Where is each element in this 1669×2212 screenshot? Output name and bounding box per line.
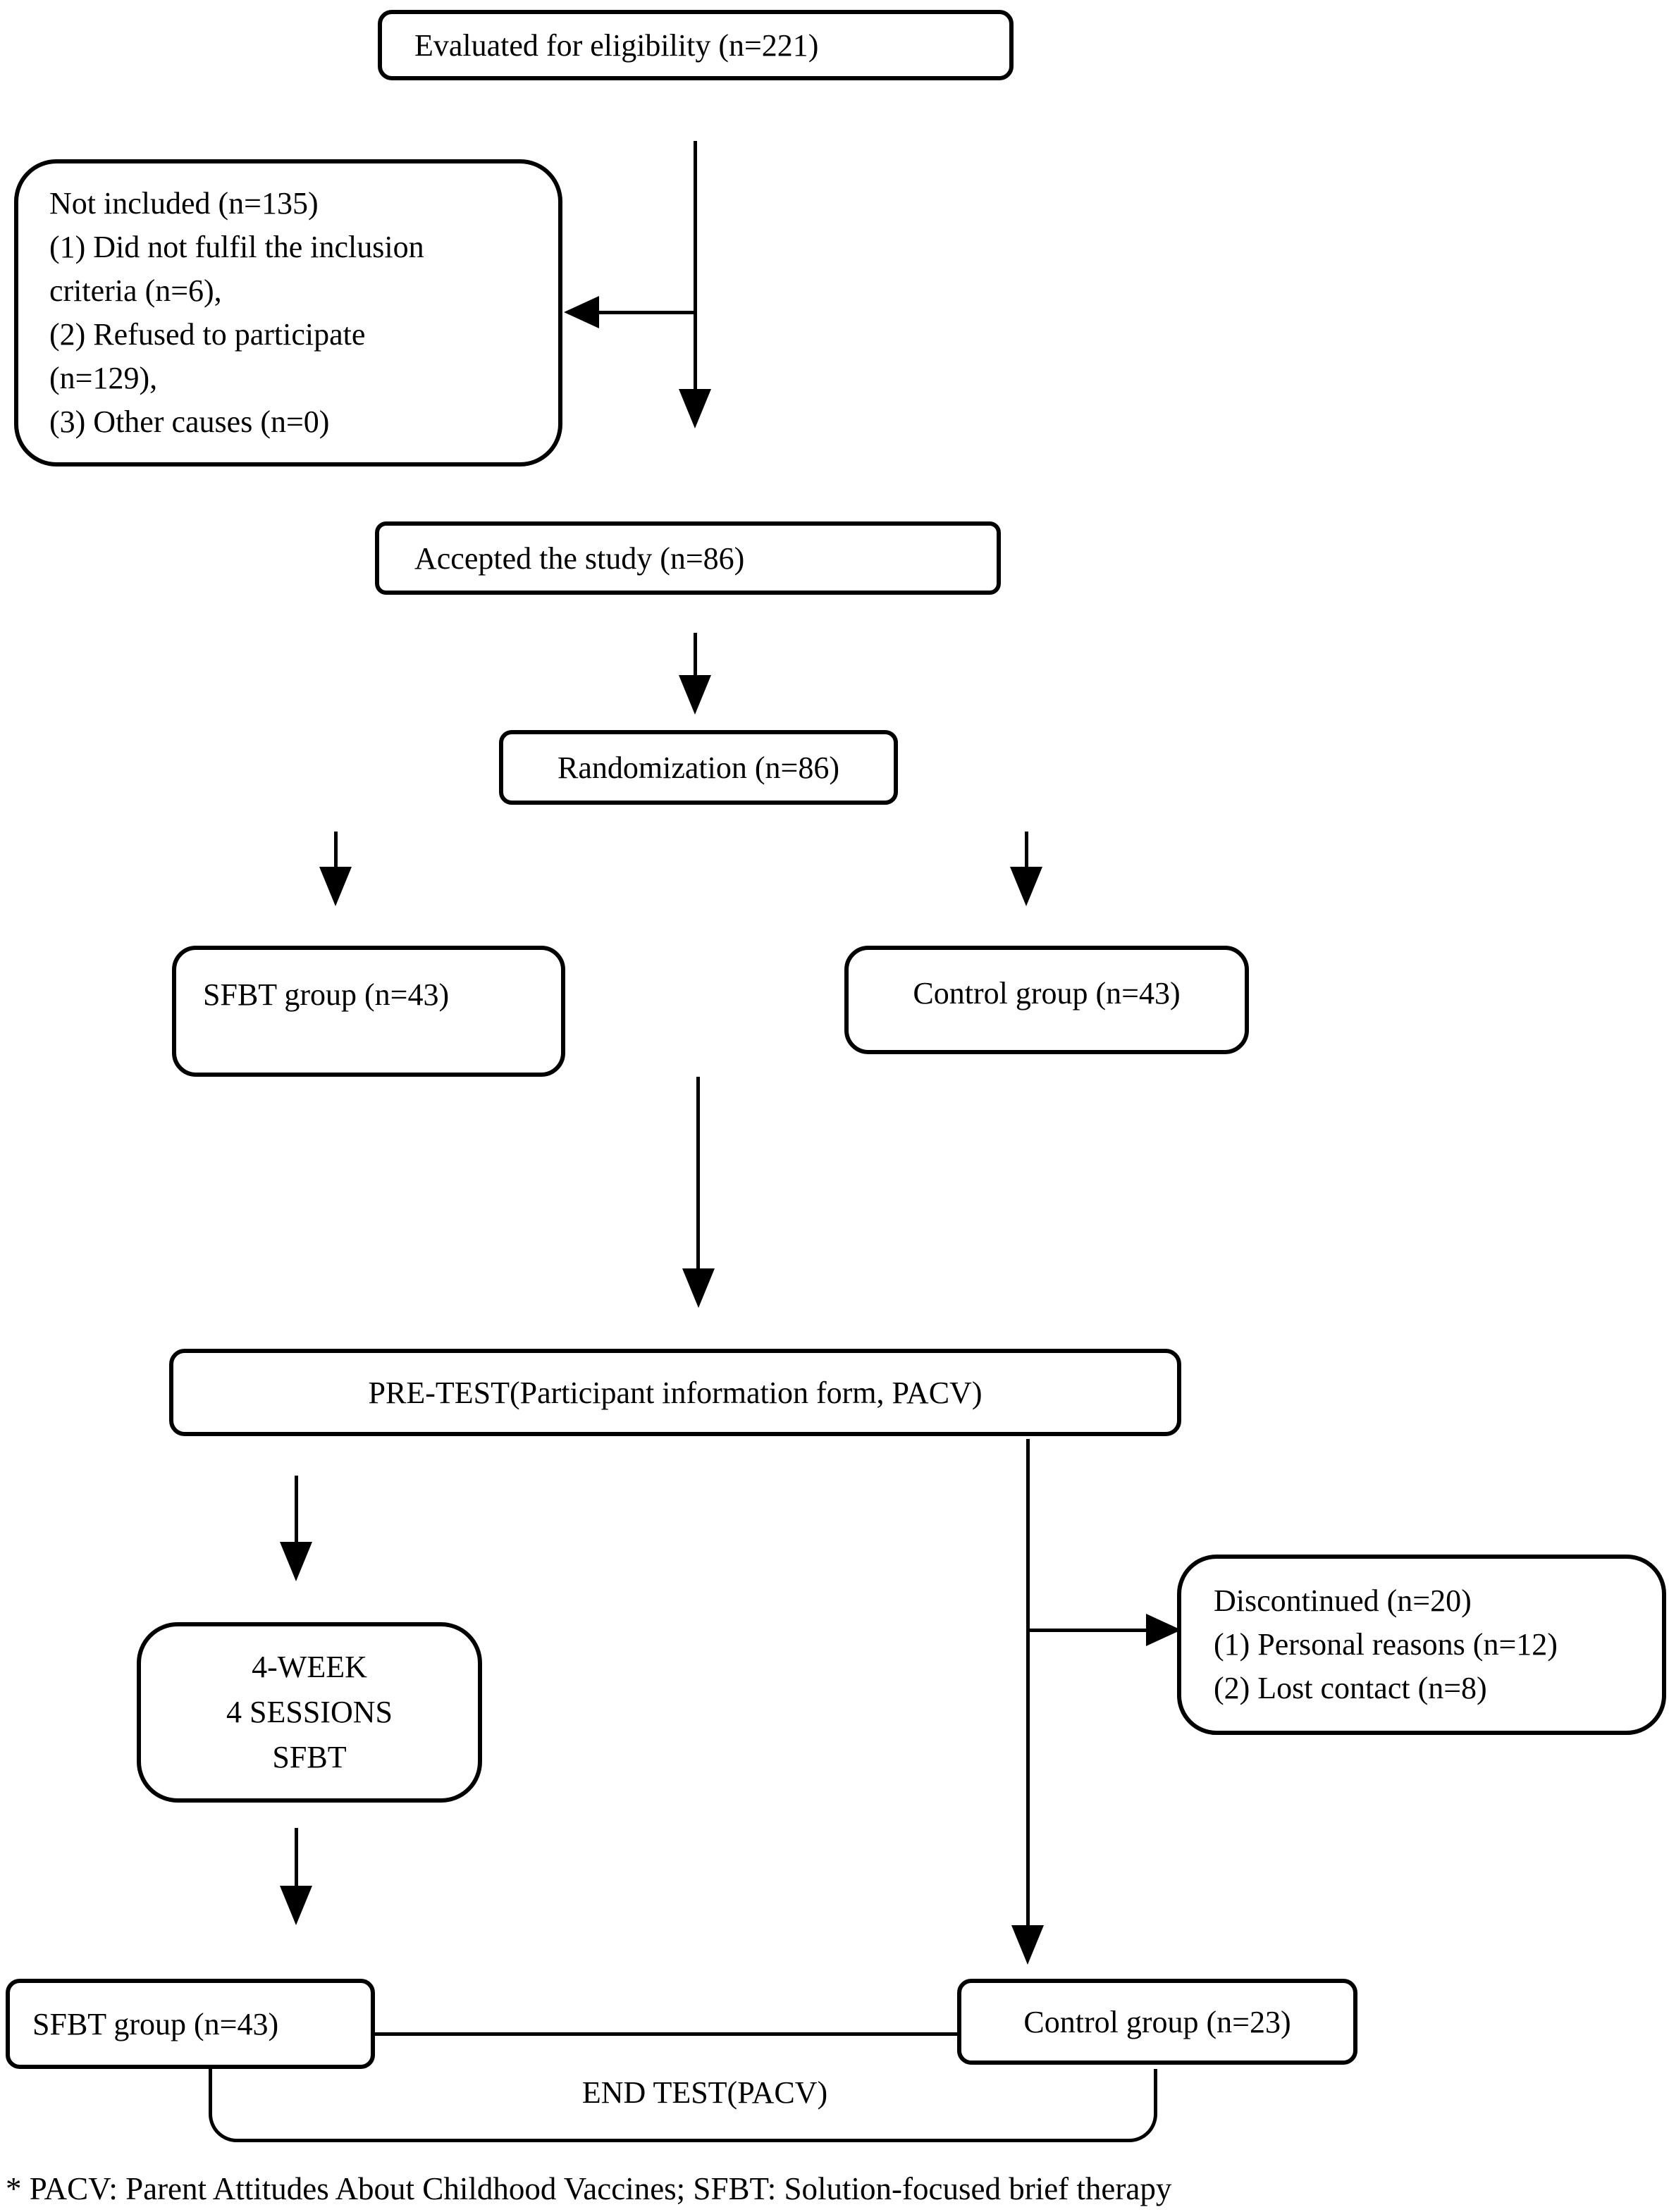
sfbt-group-initial-box: SFBT group (n=43) <box>172 946 565 1077</box>
arrow-to-control-head-icon <box>1010 867 1042 906</box>
pretest-box: PRE-TEST(Participant information form, P… <box>169 1349 1181 1436</box>
accepted-box: Accepted the study (n=86) <box>375 521 1001 595</box>
intervention-line: SFBT <box>272 1740 347 1774</box>
control-group-final-label: Control group (n=23) <box>1023 2004 1291 2039</box>
footnote: * PACV: Parent Attitudes About Childhood… <box>6 2171 1172 2206</box>
arrow-discontinued-line <box>1028 1629 1152 1632</box>
sfbt-group-final-label: SFBT group (n=43) <box>32 2006 279 2041</box>
intervention-line: 4-WEEK <box>252 1650 367 1684</box>
arrow-to-pretest-head-icon <box>682 1268 715 1308</box>
arrow-control-continue-line <box>1026 1439 1030 1927</box>
not-included-line: criteria (n=6), <box>49 273 222 308</box>
randomization-label: Randomization (n=86) <box>558 750 839 785</box>
arrow-control-continue-head-icon <box>1011 1925 1044 1965</box>
control-group-final-box: Control group (n=23) <box>957 1979 1357 2065</box>
not-included-line: (1) Did not fulfil the inclusion <box>49 230 424 264</box>
sfbt-group-final-box: SFBT group (n=43) <box>6 1979 375 2069</box>
arrow-eligibility-line <box>694 141 697 389</box>
arrow-to-control-line <box>1025 832 1028 870</box>
final-groups-connector-line <box>375 2032 957 2036</box>
discontinued-line: (1) Personal reasons (n=12) <box>1214 1627 1558 1662</box>
accepted-label: Accepted the study (n=86) <box>414 540 745 576</box>
not-included-line: (n=129), <box>49 361 158 395</box>
intervention-line: 4 SESSIONS <box>226 1695 393 1729</box>
pretest-label: PRE-TEST(Participant information form, P… <box>368 1375 983 1410</box>
arrow-to-sfbt-final-head-icon <box>280 1886 312 1925</box>
intervention-box: 4-WEEK 4 SESSIONS SFBT <box>137 1622 482 1803</box>
arrow-to-intervention-head-icon <box>280 1542 312 1581</box>
arrow-accepted-line <box>694 633 697 676</box>
discontinued-line: (2) Lost contact (n=8) <box>1214 1671 1487 1705</box>
not-included-box: Not included (n=135) (1) Did not fulfil … <box>14 159 562 467</box>
evaluated-box: Evaluated for eligibility (n=221) <box>378 10 1014 80</box>
arrow-eligibility-head-icon <box>679 389 711 428</box>
control-group-initial-label: Control group (n=43) <box>913 976 1181 1011</box>
arrow-to-sfbt-head-icon <box>319 867 352 906</box>
arrow-not-included-head-icon <box>564 296 599 328</box>
control-group-initial-box: Control group (n=43) <box>844 946 1249 1054</box>
end-test-label: END TEST(PACV) <box>581 2075 828 2110</box>
sfbt-group-initial-label: SFBT group (n=43) <box>203 977 450 1012</box>
evaluated-label: Evaluated for eligibility (n=221) <box>414 27 819 63</box>
randomization-box: Randomization (n=86) <box>499 730 898 805</box>
arrow-discontinued-head-icon <box>1146 1614 1181 1646</box>
discontinued-box: Discontinued (n=20) (1) Personal reasons… <box>1177 1555 1666 1735</box>
arrow-to-sfbt-final-line <box>295 1828 298 1887</box>
not-included-line: (3) Other causes (n=0) <box>49 404 330 439</box>
not-included-line: (2) Refused to participate <box>49 317 366 352</box>
not-included-line: Not included (n=135) <box>49 186 319 221</box>
end-test-bracket <box>209 2069 1157 2142</box>
arrow-to-intervention-line <box>295 1476 298 1543</box>
arrow-not-included-line <box>595 311 696 314</box>
discontinued-line: Discontinued (n=20) <box>1214 1583 1472 1618</box>
arrow-accepted-head-icon <box>679 675 711 715</box>
arrow-to-sfbt-line <box>334 832 338 870</box>
arrow-to-pretest-line <box>696 1077 700 1271</box>
